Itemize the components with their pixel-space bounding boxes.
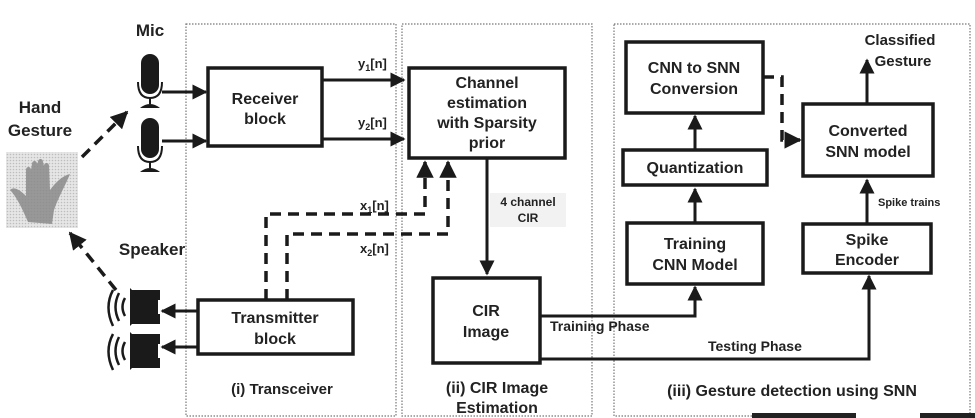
four-channel-label-1: 4 channel xyxy=(500,195,555,209)
svg-text:Converted: Converted xyxy=(828,123,907,140)
svg-text:Quantization: Quantization xyxy=(647,160,744,177)
x1-dashed-arrow xyxy=(264,160,434,300)
speaker-icon-1 xyxy=(107,288,160,327)
mic-icon-2 xyxy=(137,118,163,172)
panel-transceiver xyxy=(185,23,397,417)
speaker-label: Speaker xyxy=(119,240,186,259)
testing-phase-label: Testing Phase xyxy=(708,338,802,354)
hand-gesture-label-1: Hand xyxy=(19,98,62,117)
training-phase-arrow xyxy=(540,285,703,318)
hand-gesture-image xyxy=(6,152,78,228)
hand-to-mic-arrow xyxy=(80,110,129,159)
conversion-to-snn-dashed-arrow xyxy=(763,75,802,149)
svg-text:Image: Image xyxy=(463,324,509,341)
training-cnn-block: Training CNN Model xyxy=(625,221,765,286)
bottom-bar-gap xyxy=(856,413,920,418)
hand-gesture-label-2: Gesture xyxy=(8,121,72,140)
receiver-block: Receiver block xyxy=(206,66,324,148)
transceiver-panel-label: (i) Transceiver xyxy=(231,381,333,398)
x1-label: x1[n] xyxy=(360,198,389,215)
svg-text:estimation: estimation xyxy=(447,95,527,112)
speaker-to-hand-arrow xyxy=(68,231,118,292)
svg-text:Transmitter: Transmitter xyxy=(231,310,318,327)
panel-gesture-detection xyxy=(613,23,971,417)
mic-icon-1 xyxy=(137,54,163,108)
transmitter-block: Transmitter block xyxy=(196,298,355,356)
spike-trains-label: Spike trains xyxy=(878,197,940,209)
speaker-icon-2 xyxy=(107,332,160,371)
cir-panel-label-2: Estimation xyxy=(456,400,538,417)
classified-label-1: Classified xyxy=(865,32,936,49)
cnn-to-snn-block: CNN to SNN Conversion xyxy=(624,40,765,115)
svg-text:block: block xyxy=(254,331,296,348)
testing-phase-arrow xyxy=(540,274,877,361)
svg-text:CNN to SNN: CNN to SNN xyxy=(648,60,740,77)
svg-text:CIR: CIR xyxy=(472,303,500,320)
spike-encoder-block: Spike Encoder xyxy=(801,222,933,275)
svg-text:Spike: Spike xyxy=(846,232,889,249)
training-phase-label: Training Phase xyxy=(550,318,650,334)
x2-dashed-arrow xyxy=(285,160,457,300)
cir-panel-label-1: (ii) CIR Image xyxy=(446,380,548,397)
y1-label: y1[n] xyxy=(358,56,387,73)
classified-label-2: Gesture xyxy=(875,53,932,70)
four-channel-bg xyxy=(490,193,566,227)
four-channel-label-2: CIR xyxy=(518,211,539,225)
svg-text:Training: Training xyxy=(664,236,726,253)
y2-label: y2[n] xyxy=(358,115,387,132)
svg-text:block: block xyxy=(244,111,286,128)
svg-text:Channel: Channel xyxy=(455,75,518,92)
converted-snn-block: Converted SNN model xyxy=(801,102,935,178)
svg-text:Receiver: Receiver xyxy=(232,91,299,108)
cir-image-block: CIR Image xyxy=(431,276,542,365)
svg-text:with Sparsity: with Sparsity xyxy=(436,115,537,132)
svg-text:Conversion: Conversion xyxy=(650,81,738,98)
quantization-block: Quantization xyxy=(621,148,769,187)
gesture-detection-panel-label: (iii) Gesture detection using SNN xyxy=(667,383,917,400)
svg-text:prior: prior xyxy=(469,135,505,152)
x2-label: x2[n] xyxy=(360,241,389,258)
mic-label: Mic xyxy=(136,21,164,40)
channel-estimation-block: Channel estimation with Sparsity prior xyxy=(407,66,567,160)
svg-text:SNN model: SNN model xyxy=(825,144,910,161)
svg-text:Encoder: Encoder xyxy=(835,252,899,269)
svg-text:CNN Model: CNN Model xyxy=(652,257,737,274)
